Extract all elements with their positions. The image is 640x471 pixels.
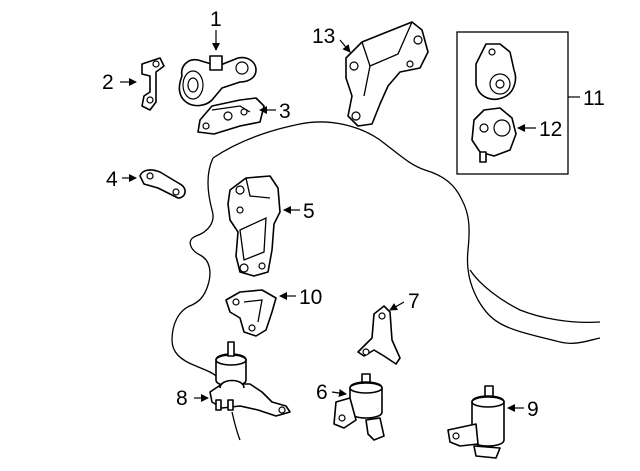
part-7-bracket[interactable] [357, 305, 401, 365]
callout-7: 7 [408, 290, 420, 313]
inset-box-parts-11-12 [456, 31, 569, 175]
part-4-stay[interactable] [139, 169, 186, 199]
callout-8: 8 [176, 387, 188, 410]
part-1-torque-rod[interactable] [178, 55, 257, 107]
part-13-bracket[interactable] [345, 21, 429, 127]
part-6-mount[interactable] [333, 373, 385, 441]
leader-lines [120, 30, 580, 412]
callout-6: 6 [316, 381, 328, 404]
callout-2: 2 [102, 71, 114, 94]
engine-outline [171, 121, 601, 441]
callout-4: 4 [106, 168, 118, 191]
callout-11: 11 [583, 87, 605, 110]
callout-13: 13 [312, 25, 335, 48]
part-9-mount[interactable] [447, 385, 505, 459]
callout-labels: 1 2 3 4 5 6 7 8 9 10 11 12 13 [102, 8, 605, 421]
part-8-engine-mount[interactable] [209, 341, 291, 417]
part-12-mount-insulator[interactable] [471, 107, 517, 163]
part-2-bracket[interactable] [141, 57, 165, 111]
part-10-mount-bracket[interactable] [225, 289, 277, 337]
callout-12: 12 [539, 118, 562, 141]
callout-3: 3 [279, 100, 291, 123]
callout-10: 10 [299, 286, 322, 309]
callout-9: 9 [527, 398, 539, 421]
callout-5: 5 [303, 200, 315, 223]
part-11-mount-assembly[interactable] [475, 43, 517, 100]
callout-1: 1 [210, 8, 222, 31]
part-5-mount-bracket[interactable] [227, 175, 281, 277]
part-3-bracket[interactable] [197, 97, 265, 135]
